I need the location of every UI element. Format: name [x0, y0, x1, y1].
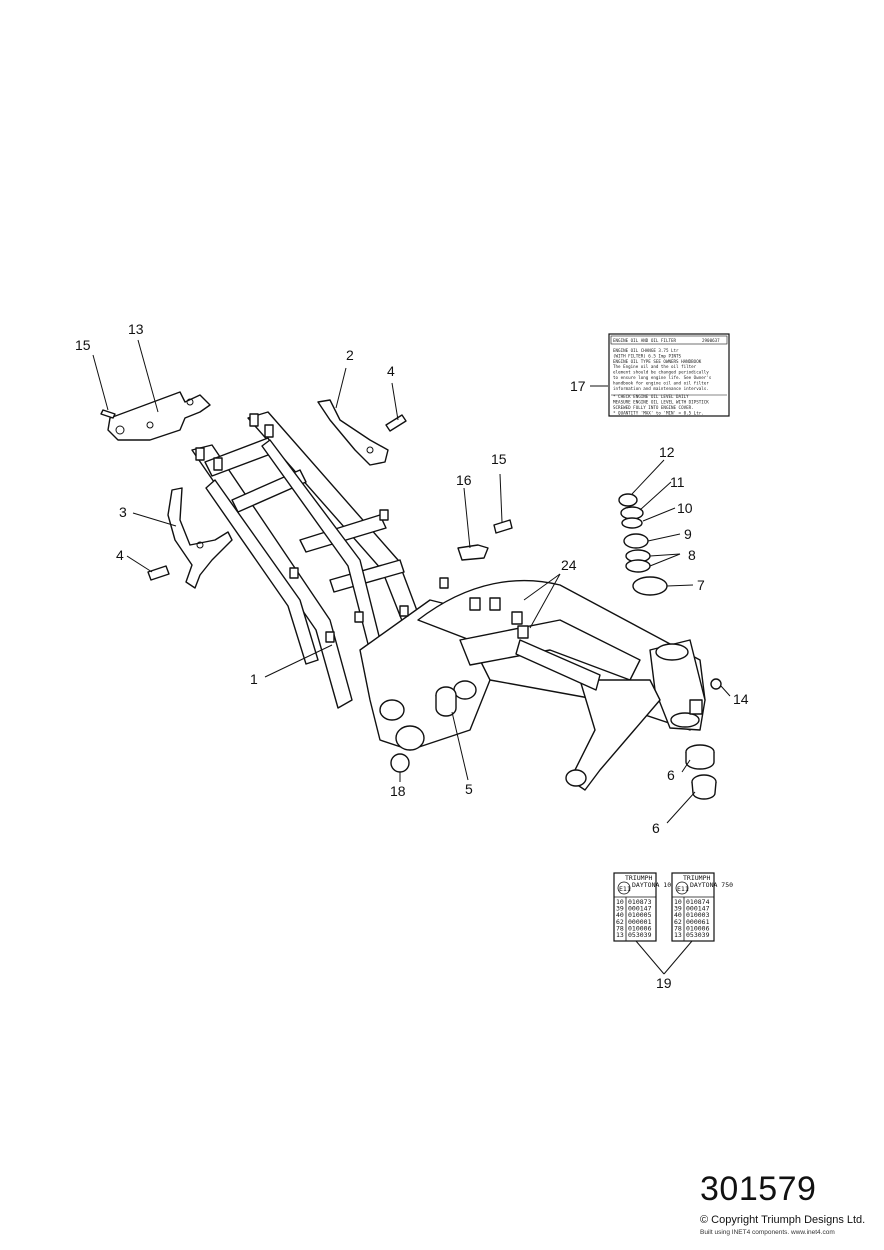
vin-row-value: 000147 — [628, 905, 652, 913]
oil-label-line: element should be changed periodically — [613, 370, 709, 375]
oil-label-line: MEASURE ENGINE OIL LEVEL WITH DIPSTICK — [613, 400, 709, 405]
vin-row-code: 13 — [616, 931, 624, 939]
vin-row-value: 010873 — [628, 898, 652, 906]
callout-13: 13 — [128, 321, 144, 337]
vin-row-value: 053039 — [628, 931, 652, 939]
oil-label-line: SCREWED FULLY INTO ENGINE COVER. — [613, 405, 694, 410]
callout-9: 9 — [684, 526, 692, 542]
callout-15-left: 15 — [75, 337, 91, 353]
vin-row-value: 010874 — [686, 898, 710, 906]
vin-row-code: 39 — [616, 905, 624, 913]
oil-label-line: to ensure long engine life. See Owner's — [613, 375, 712, 380]
main-frame — [191, 411, 706, 791]
vin-row-code: 62 — [616, 918, 624, 926]
oil-label-line: The Engine oil and the oil filter — [613, 364, 697, 369]
bolt-4-top — [385, 414, 407, 432]
vin-right-model: DAYTONA 750 — [690, 881, 733, 889]
vin-row-value: 000147 — [686, 905, 710, 913]
vin-row-code: 40 — [616, 911, 624, 919]
diagram-number: 301579 — [700, 1170, 817, 1208]
vin-row-value: 010005 — [628, 911, 652, 919]
callout-2: 2 — [346, 347, 354, 363]
vin-right-mark: E11 — [677, 885, 689, 893]
callout-18: 18 — [390, 783, 406, 799]
vin-row-value: 010006 — [686, 924, 710, 932]
vin-row-code: 39 — [674, 905, 682, 913]
callout-24: 24 — [561, 557, 577, 573]
built-with-text: Built using INET4 components. www.inet4.… — [700, 1229, 835, 1236]
oil-label-line: * CHECK ENGINE OIL LEVEL DAILY — [613, 394, 689, 399]
vin-row-code: 13 — [674, 931, 682, 939]
bushing-5 — [435, 686, 457, 717]
callout-17: 17 — [570, 378, 586, 394]
callout-6-upper: 6 — [667, 767, 675, 783]
vin-row-code: 10 — [616, 898, 624, 906]
vin-row-code: 62 — [674, 918, 682, 926]
bracket-13 — [100, 391, 211, 441]
oil-label-lines: ENGINE OIL CHANGE 3.75 Ltr(WITH FILTER) … — [611, 348, 727, 415]
vin-left-mark: E11 — [619, 885, 631, 893]
vin-row-value: 010006 — [628, 924, 652, 932]
bearing-6-upper — [685, 744, 715, 770]
callout-4-top: 4 — [387, 363, 395, 379]
steering-bearing-stack — [618, 493, 668, 596]
callout-15-right: 15 — [491, 451, 507, 467]
leader-lines — [92, 339, 731, 975]
callout-6-lower: 6 — [652, 820, 660, 836]
vin-row-value: 000061 — [686, 918, 710, 926]
vin-row-code: 78 — [616, 924, 624, 932]
vin-row-code: 78 — [674, 924, 682, 932]
bolt-15-right — [493, 519, 513, 534]
callout-11: 11 — [670, 474, 685, 490]
callout-8: 8 — [688, 547, 696, 563]
oil-label-17: ENGINE OIL AND OIL FILTER 2900637 ENGINE… — [608, 333, 730, 417]
bracket-16 — [457, 544, 489, 561]
oil-label-line: ENGINE OIL CHANGE 3.75 Ltr — [613, 348, 679, 353]
vin-plate-left: TRIUMPH E11 DAYTONA 1000 10 010873 39 00014… — [613, 872, 679, 942]
oil-label-line: * QUANTITY 'MAX' to 'MIN' = 0.5 Ltr. — [613, 410, 704, 415]
callout-16: 16 — [456, 472, 472, 488]
callout-7: 7 — [697, 577, 705, 593]
vin-left-header: TRIUMPH — [625, 874, 652, 882]
vin-right-header: TRIUMPH — [683, 874, 710, 882]
vin-plate-right: TRIUMPH E11 DAYTONA 750 10 010874 39 000147… — [671, 872, 733, 942]
oil-label-line: (WITH FILTER) 6.5 Imp PINTS — [613, 353, 682, 358]
callout-labels: 15 13 2 4 3 4 1 5 18 17 12 11 10 9 8 7 1… — [75, 321, 749, 991]
callout-5: 5 — [465, 781, 473, 797]
callout-1: 1 — [250, 671, 258, 687]
oil-label-code: 2900637 — [702, 338, 720, 343]
bracket-2 — [317, 399, 389, 466]
vin-row-code: 40 — [674, 911, 682, 919]
callout-19: 19 — [656, 975, 672, 991]
callout-10: 10 — [677, 500, 693, 516]
vin-row-value: 053039 — [686, 931, 710, 939]
oil-label-heading: ENGINE OIL AND OIL FILTER — [613, 338, 677, 343]
callout-12: 12 — [659, 444, 675, 460]
bracket-3 — [167, 487, 233, 589]
vin-row-value: 000001 — [628, 918, 652, 926]
oil-label-line: handbook for engine oil and oil filter — [613, 380, 709, 385]
bolt-4-left — [147, 565, 170, 581]
callout-4-left: 4 — [116, 547, 124, 563]
bearing-6-lower — [691, 774, 717, 800]
vin-row-code: 10 — [674, 898, 682, 906]
copyright-text: © Copyright Triumph Designs Ltd. — [700, 1214, 866, 1226]
callout-3: 3 — [119, 504, 127, 520]
callout-14: 14 — [733, 691, 749, 707]
vin-row-value: 010003 — [686, 911, 710, 919]
plug-14 — [710, 678, 722, 690]
oil-label-line: ENGINE OIL TYPE SEE OWNERS HANDBOOK — [613, 359, 702, 364]
vin-left-model: DAYTONA 1000 — [632, 881, 679, 889]
cap-18 — [390, 753, 410, 773]
oil-label-line: information and maintenance intervals. — [613, 386, 709, 391]
